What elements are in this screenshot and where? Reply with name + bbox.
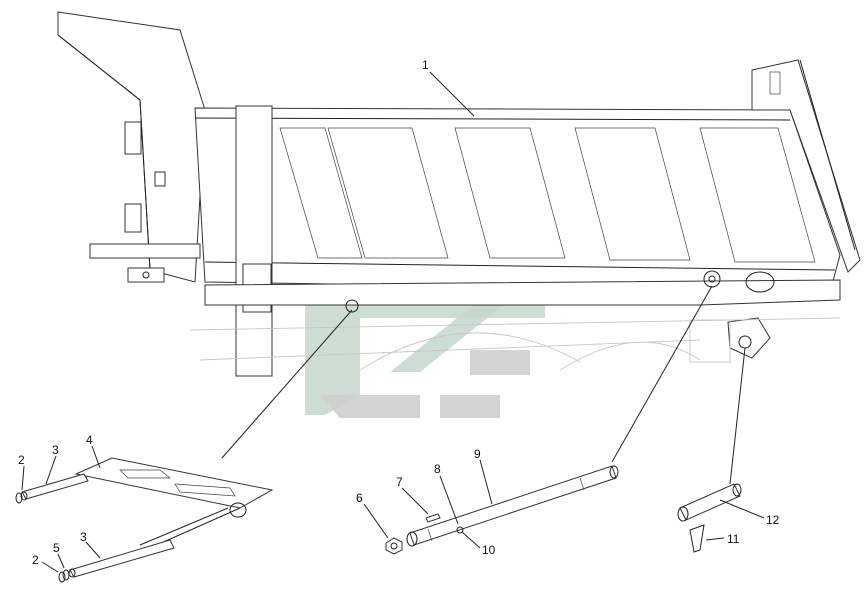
leader-4 (91, 445, 101, 469)
side-wall-top-edge (194, 117, 791, 121)
callout-3b: 3 (80, 530, 87, 544)
leader-3a (45, 455, 57, 485)
leader-11 (705, 537, 725, 541)
pivot-hole-front (345, 299, 359, 313)
nut-body (385, 537, 403, 555)
leader-12-to-body (729, 347, 746, 485)
front-bracket-lower (124, 203, 142, 233)
callout-6: 6 (356, 491, 363, 505)
leader-2a (21, 465, 25, 491)
frame-slot-2 (174, 483, 236, 497)
part-7-pin (425, 513, 441, 523)
callout-9: 9 (474, 447, 481, 461)
shaft-groove-2 (579, 477, 585, 491)
front-board-edge (57, 34, 151, 271)
callout-1: 1 (422, 58, 429, 72)
frame-slot (119, 469, 171, 479)
leader-2b (41, 561, 59, 573)
callouts: 1 2 2 3 3 4 5 6 7 8 9 10 11 12 (18, 58, 780, 567)
leader-1 (429, 71, 475, 117)
floor-beam (89, 243, 201, 259)
shaft-body (409, 465, 617, 546)
callout-11: 11 (727, 532, 740, 546)
leader-4-to-body (221, 309, 353, 459)
side-post (235, 105, 273, 377)
leader-6 (363, 503, 389, 539)
dump-body (57, 11, 861, 377)
chassis-outline (189, 317, 841, 371)
leader-7 (401, 487, 429, 515)
washer-upper (15, 492, 23, 504)
callout-2a: 2 (18, 453, 25, 467)
rod-upper (15, 473, 89, 504)
shaft-groove-1 (427, 528, 433, 542)
callout-3a: 3 (52, 443, 59, 457)
callout-2b: 2 (32, 553, 39, 567)
shaft-end-right (609, 465, 619, 479)
part-3-rods (15, 473, 175, 583)
rod-lower-body (69, 539, 175, 578)
side-panel-1 (279, 127, 363, 259)
watermark-green-block (305, 292, 360, 415)
rear-gate-edge (799, 59, 856, 251)
floor-bracket (127, 267, 165, 283)
floor-bracket-hole (142, 271, 150, 279)
rod-upper-end (20, 491, 28, 501)
leader-9-to-body (611, 285, 713, 463)
side-wall (194, 107, 841, 293)
watermark-grey-block-3 (320, 395, 420, 418)
side-panel-3 (454, 127, 566, 259)
leader-5 (57, 553, 65, 569)
lower-frame (204, 279, 841, 306)
part-4-frame (74, 457, 274, 549)
sleeve-end-right (732, 483, 742, 497)
part-12-sleeve (677, 483, 742, 522)
shaft-hole (456, 526, 464, 534)
watermark-grey-block-2 (440, 395, 500, 418)
chassis-box (689, 319, 731, 363)
rear-hinge-roller (745, 271, 775, 293)
sleeve-end (677, 506, 689, 522)
leader-12 (719, 499, 765, 519)
sleeve-body (679, 483, 741, 521)
callout-7: 7 (396, 475, 403, 489)
washer-lower-2 (58, 571, 66, 583)
side-panel-4 (574, 127, 691, 261)
frame-arm-2 (139, 507, 229, 546)
callout-4: 4 (86, 433, 93, 447)
leader-10 (461, 531, 481, 549)
leader-3b (85, 541, 101, 559)
rear-gate (751, 59, 861, 273)
rod-lower (58, 539, 175, 583)
part-9-shaft (406, 465, 619, 547)
front-bracket-upper (124, 121, 142, 155)
pivot-hole-rear-inner (708, 275, 716, 283)
side-panel-5 (699, 127, 816, 263)
side-panel-2 (327, 127, 449, 259)
leader-lines (21, 71, 765, 573)
leader-9 (479, 459, 493, 505)
front-bracket-mid (154, 171, 166, 187)
side-wall-bottom-edge (204, 261, 836, 271)
callout-12: 12 (766, 513, 780, 527)
part-6-nut (385, 537, 403, 555)
callout-10: 10 (482, 543, 496, 557)
nut-hole (390, 542, 398, 550)
washer-lower-5 (62, 569, 70, 581)
callout-5: 5 (53, 541, 60, 555)
part-11-cotter-pin (689, 524, 705, 553)
leader-8 (439, 475, 459, 525)
cotter-pin-body (689, 524, 705, 553)
frame-end-boss (229, 502, 247, 518)
frame-top-plate (74, 457, 274, 509)
rod-upper-body (21, 473, 89, 500)
callout-8: 8 (434, 462, 441, 476)
shaft-end-left (406, 531, 418, 547)
rear-gate-plate (769, 71, 781, 95)
watermark-grey-block-1 (470, 350, 530, 375)
